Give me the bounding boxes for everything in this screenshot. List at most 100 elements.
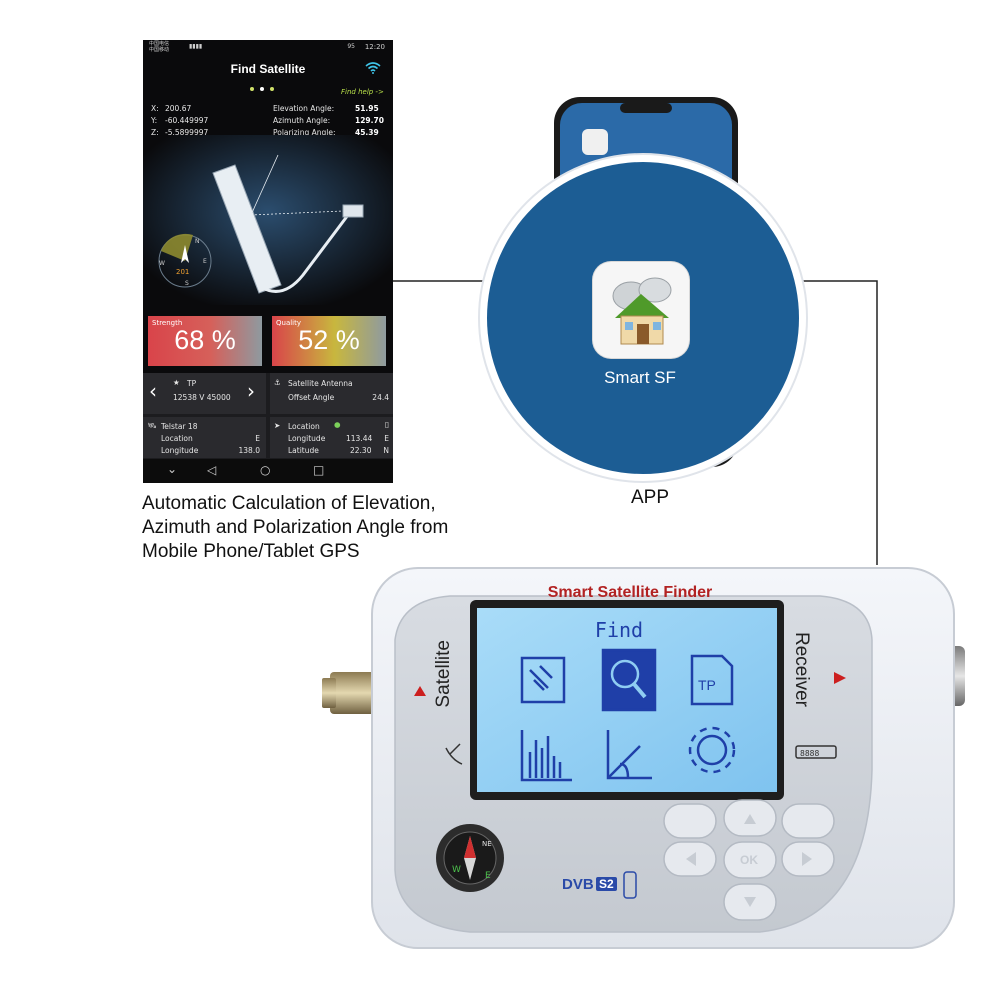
next-tp-button[interactable]: › [247, 379, 255, 403]
angle-menu-icon [606, 730, 652, 780]
wifi-icon [365, 62, 381, 74]
svg-text:S: S [185, 280, 189, 287]
svg-text:N: N [195, 238, 200, 245]
dvb-logo: DVB [562, 876, 594, 893]
coord-y: Y:-60.449997 [151, 116, 209, 125]
right-arrow-icon [834, 672, 846, 684]
location-arrow-icon: ➤ [274, 421, 281, 430]
status-bar: 中国电信 中国移动 ▮▮▮▮ 95 12:20 [143, 40, 393, 54]
gear-menu-icon [688, 726, 736, 774]
bluetooth-phone-icon [623, 871, 637, 899]
search-menu-icon [601, 648, 657, 712]
star-icon: ★ [173, 378, 180, 387]
dish-arm [260, 210, 353, 293]
location-label: Location [288, 422, 320, 431]
svg-text:OK: OK [740, 853, 758, 867]
svg-text:E: E [203, 258, 207, 265]
tp-menu-icon: TP [690, 654, 734, 706]
chevron-down-icon[interactable]: ⌄ [167, 462, 178, 476]
finder-title: Smart Satellite Finder [547, 584, 713, 601]
caption-line3: Mobile Phone/Tablet GPS [142, 541, 360, 562]
tp-label: TP [187, 379, 197, 388]
left-f-connector [330, 672, 378, 714]
app-caption: APP [630, 487, 670, 508]
dish-reflector [212, 164, 282, 294]
sat-longitude-label: Longitude [161, 446, 199, 455]
anchor-icon: ⚓ [274, 378, 281, 387]
antenna-cell: ⚓ Satellite Antenna Offset Angle 24.4 [270, 373, 393, 414]
tp-cell: ‹ ★ TP 12538 V 45000 › [143, 373, 266, 414]
receiver-port-label: Receiver [790, 632, 820, 737]
compass-dial: NE E W [436, 824, 504, 892]
svg-text:E: E [485, 871, 491, 881]
phone-icon: ▯ [384, 420, 389, 429]
back-icon[interactable]: ◁ [207, 463, 217, 477]
feature-caption: Automatic Calculation of Elevation, Azim… [142, 492, 542, 564]
caption-line2: Azimuth and Polarization Angle from [142, 517, 449, 538]
phone-screenshot: 中国电信 中国移动 ▮▮▮▮ 95 12:20 Find Satellite F… [143, 40, 393, 483]
pin-icon: ● [334, 420, 341, 429]
xyz-readout: X:200.67 Y:-60.449997 Z:-5.5899997 [151, 103, 208, 139]
coord-z: Z:-5.5899997 [151, 128, 209, 137]
loc-latitude-value: 22.30 [350, 446, 372, 455]
loc-longitude-dir: E [384, 434, 389, 443]
angle-readout: Elevation Angle:51.95 Azimuth Angle:129.… [273, 103, 384, 139]
polarizing-angle: Polarizing Angle:45.39 [273, 128, 379, 137]
battery-badge: 95 [347, 43, 355, 50]
loc-longitude-value: 113.44 [346, 434, 373, 443]
receiver-small-icon: 8888 [795, 745, 837, 759]
prev-tp-button[interactable]: ‹ [149, 379, 157, 403]
carrier-text: 中国电信 中国移动 [149, 41, 169, 53]
connector-line-right [800, 280, 878, 565]
loc-longitude-label: Longitude [288, 434, 326, 443]
home-icon[interactable]: ○ [260, 463, 271, 477]
tp-value: 12538 V 45000 [173, 393, 231, 402]
page-indicator [247, 76, 291, 91]
coord-x: X:200.67 [151, 104, 192, 113]
compass-widget: N E S W 201 [158, 233, 212, 288]
sat-location-value: E [255, 434, 260, 443]
page-title: Find Satellite [230, 62, 306, 76]
find-help-link[interactable]: Find help -> [341, 88, 384, 96]
antenna-label: Satellite Antenna [288, 379, 353, 388]
satellite-finder: TP 8888 [322, 567, 965, 949]
ok-button [723, 841, 777, 879]
strength-panel: Strength 68 % [148, 316, 262, 366]
smart-sf-app-icon[interactable] [593, 262, 689, 358]
satellite-menu-icon [520, 656, 566, 704]
strength-label: Strength [152, 319, 183, 327]
offset-label: Offset Angle [288, 393, 335, 402]
menu-button [663, 803, 717, 839]
location-cell: ➤ Location ● ▯ Longitude 113.44 E Latitu… [270, 417, 393, 458]
caption-line1: Automatic Calculation of Elevation, [142, 493, 436, 514]
loc-latitude-label: Latitude [288, 446, 319, 455]
loc-latitude-dir: N [383, 446, 389, 455]
sat-location-label: Location [161, 434, 193, 443]
lcd-screen-title: Find [594, 618, 644, 642]
quality-panel: Quality 52 % [272, 316, 386, 366]
offset-value: 24.4 [372, 393, 389, 402]
dish-small-icon [445, 743, 463, 765]
satellite-name: Telstar 18 [161, 422, 198, 431]
s2-badge: S2 [596, 877, 617, 891]
recents-icon[interactable]: □ [313, 463, 325, 477]
svg-text:NE: NE [482, 840, 492, 848]
svg-text:8888: 8888 [800, 749, 819, 758]
svg-text:W: W [452, 865, 461, 875]
carrier-line1: 中国电信 [149, 41, 170, 47]
quality-label: Quality [276, 319, 302, 327]
svg-text:TP: TP [698, 677, 716, 693]
strength-value: 68 % [174, 325, 236, 355]
app-name-label: Smart SF [604, 368, 676, 387]
info-grid: ‹ ★ TP 12538 V 45000 › ⚓ Satellite Anten… [143, 373, 393, 459]
svg-text:W: W [159, 260, 165, 267]
carrier-line2: 中国移动 [149, 47, 170, 53]
satellite-port-label: Satellite [433, 640, 463, 735]
bar-chart-menu-icon [520, 730, 572, 782]
quality-value: 52 % [298, 325, 360, 355]
satellite-cell: 🛰 Telstar 18 Location E Longitude 138.0 [143, 417, 266, 458]
left-arrow-icon [414, 686, 426, 696]
azimuth-angle: Azimuth Angle:129.70 [273, 116, 384, 125]
svg-text:201: 201 [176, 268, 189, 276]
